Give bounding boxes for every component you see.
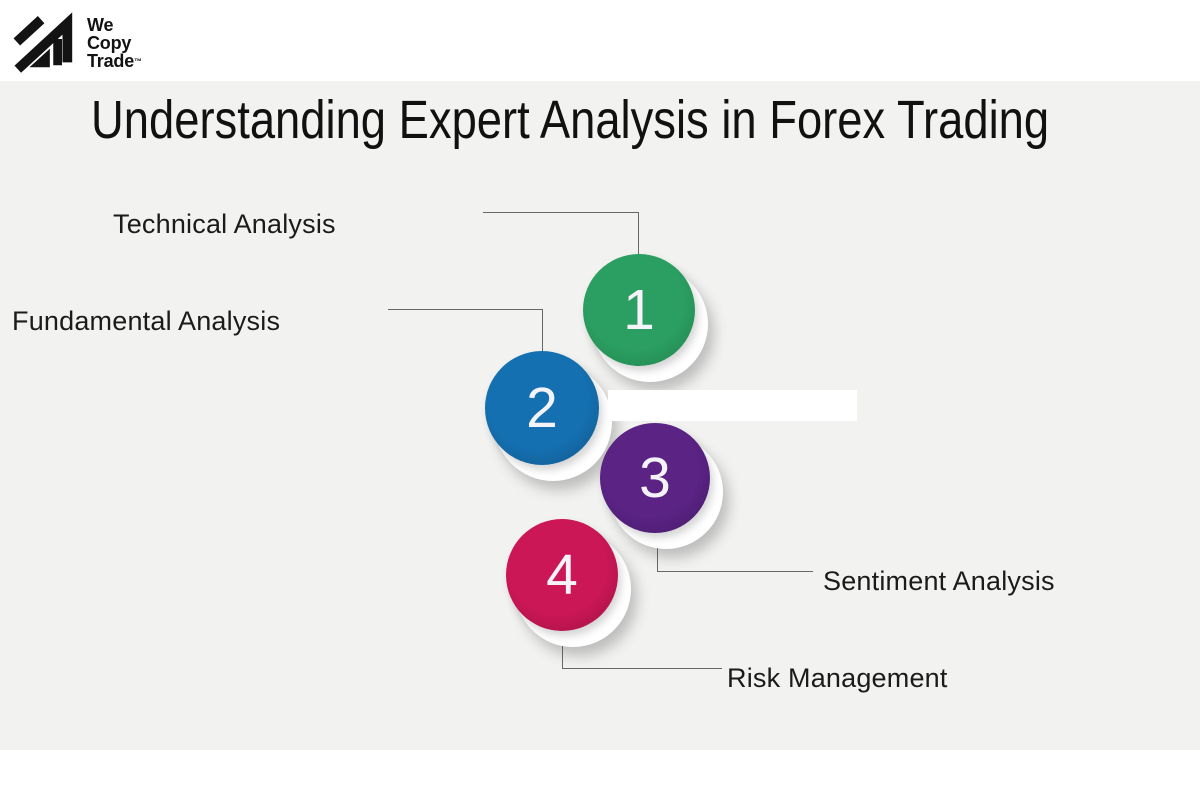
step-number: 1 — [623, 277, 655, 342]
step-number: 4 — [546, 542, 578, 607]
connector-technical-analysis — [483, 212, 639, 258]
we-copy-trade-logo: We Copy Trade™ — [10, 7, 142, 75]
footer-strip — [0, 750, 1200, 800]
connector-sentiment-analysis — [657, 531, 813, 572]
trademark-symbol: ™ — [134, 57, 142, 66]
connector-risk-management — [562, 627, 722, 669]
step-number: 3 — [639, 445, 671, 510]
logo-line-3: Trade™ — [87, 51, 142, 71]
logo-line-2: Copy — [87, 33, 132, 53]
circle-disc-crimson: 4 — [506, 519, 618, 631]
connector-fundamental-analysis — [388, 309, 543, 353]
step-circle-3: 3 — [600, 423, 723, 549]
header: We Copy Trade™ — [0, 0, 1200, 81]
logo-line-1: We — [87, 15, 114, 35]
page-title: Understanding Expert Analysis in Forex T… — [91, 90, 1050, 150]
blank-white-band — [608, 390, 857, 421]
step-label-sentiment-analysis: Sentiment Analysis — [823, 566, 1055, 596]
we-copy-trade-logo-icon — [13, 12, 73, 73]
circle-disc-blue: 2 — [485, 351, 599, 465]
step-circle-4: 4 — [506, 519, 631, 647]
circle-disc-green: 1 — [583, 254, 695, 366]
step-label-fundamental-analysis: Fundamental Analysis — [12, 306, 281, 336]
step-circle-2: 2 — [485, 351, 612, 481]
logo-wordmark: We Copy Trade™ — [87, 12, 142, 70]
step-number: 2 — [526, 375, 558, 440]
circle-disc-purple: 3 — [600, 423, 710, 533]
step-circle-1: 1 — [583, 254, 708, 382]
step-label-risk-management: Risk Management — [727, 663, 948, 693]
step-label-technical-analysis: Technical Analysis — [113, 209, 336, 239]
